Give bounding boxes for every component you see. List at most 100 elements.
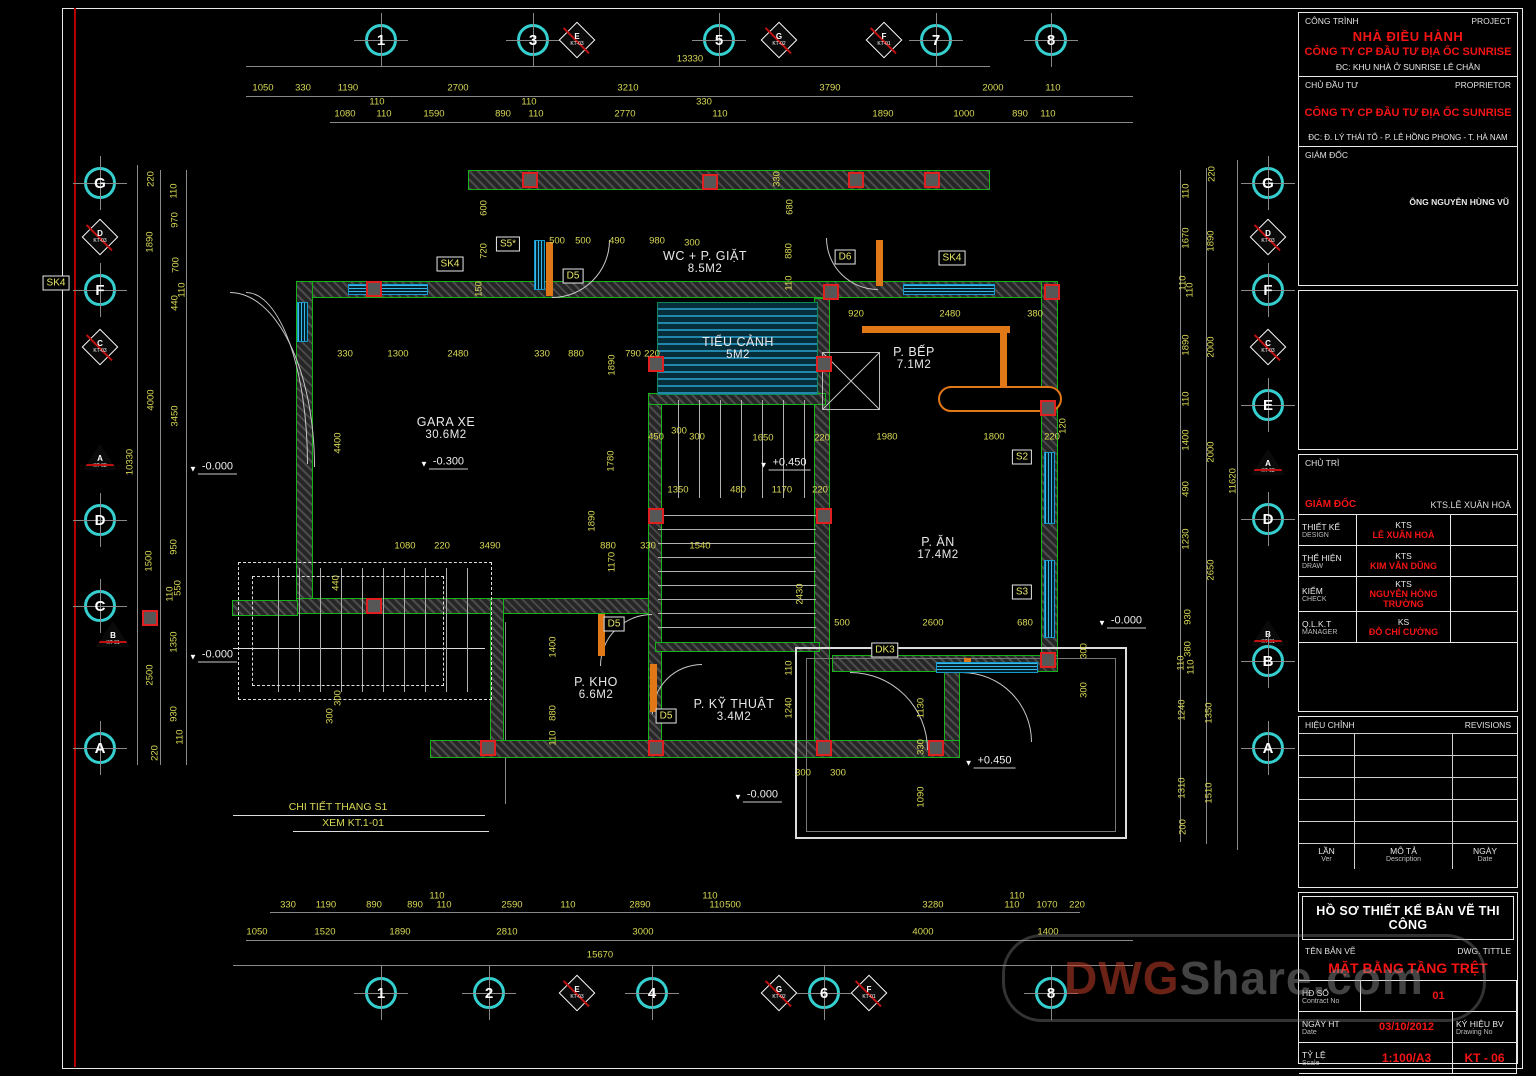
room-name: P. ĂN xyxy=(921,535,955,549)
dimension-label: 110 xyxy=(1180,391,1192,407)
dimension-label: 1000 xyxy=(953,108,975,120)
dimension-label: 920 xyxy=(848,308,864,320)
personnel-signature-cell xyxy=(1451,515,1517,546)
dimension-label: 110 xyxy=(1184,282,1196,298)
dimension-label: 1190 xyxy=(337,82,359,94)
dimension-label: 220 xyxy=(1069,899,1085,911)
dimension-label: 2590 xyxy=(501,899,523,911)
dimension-label: 330 xyxy=(295,82,311,94)
door-frame xyxy=(862,326,1010,333)
column-marker xyxy=(816,740,832,756)
terrace-outline xyxy=(795,647,1127,839)
revisions-rows xyxy=(1299,733,1517,843)
dimension-label: 110 xyxy=(783,660,795,676)
dimension-label: 2890 xyxy=(629,899,651,911)
dimension-label: 680 xyxy=(1017,617,1033,629)
revision-empty-cell xyxy=(1355,733,1453,755)
dimension-label: 930 xyxy=(168,706,180,722)
room-area: 8.5M2 xyxy=(687,263,723,275)
dimension-label: 1780 xyxy=(605,450,617,472)
dimension-label: 1980 xyxy=(876,431,898,443)
component-tag: SK4 xyxy=(938,250,966,266)
dimension-label: 1310 xyxy=(1176,777,1188,799)
dimension-line xyxy=(1206,168,1207,844)
revision-empty-cell xyxy=(1299,821,1355,843)
dimension-label: 3790 xyxy=(819,82,841,94)
revision-empty-cell xyxy=(1355,799,1453,821)
dimension-label: 1650 xyxy=(752,432,774,444)
dimension-line xyxy=(246,66,990,67)
revision-empty-cell xyxy=(1299,799,1355,821)
dimension-line xyxy=(160,170,161,765)
dimension-label: 330 xyxy=(337,348,353,360)
dimension-label: 2700 xyxy=(447,82,469,94)
dimension-label: 150 xyxy=(473,281,485,297)
shaft-cross-box xyxy=(822,352,880,410)
personnel-signature-cell xyxy=(1451,577,1517,612)
component-tag: DK3 xyxy=(871,642,899,658)
dimension-label: 300 xyxy=(324,708,336,724)
dimension-label: 930 xyxy=(1182,609,1194,625)
grid-bubble-8: 8 xyxy=(1024,13,1078,67)
grid-bubble-E: E xyxy=(1241,378,1295,432)
dimension-label: 500 xyxy=(834,617,850,629)
column-marker xyxy=(702,174,718,190)
dimension-line xyxy=(505,622,506,804)
dimension-label: 110 xyxy=(1185,659,1197,675)
drawing-label-vi: TÊN BẢN VẼ xyxy=(1305,946,1356,956)
wall xyxy=(468,170,990,190)
dimension-line xyxy=(1237,160,1238,850)
dimension-label: 2770 xyxy=(614,108,636,120)
dimension-label: 1130 xyxy=(915,697,927,719)
contract-label-vi: HĐ SỐ xyxy=(1302,987,1329,998)
component-tag: D5 xyxy=(603,616,625,632)
dimension-label: 1190 xyxy=(315,899,337,911)
component-tag: SK4 xyxy=(42,275,70,291)
dimension-label: 1070 xyxy=(1036,899,1058,911)
column-marker xyxy=(924,172,940,188)
column-marker xyxy=(522,172,538,188)
window xyxy=(348,284,428,295)
owner-name: CÔNG TY CP ĐẦU TƯ ĐỊA ỐC SUNRISE xyxy=(1304,107,1512,119)
window xyxy=(297,302,308,342)
room-name: WC + P. GIẶT xyxy=(663,249,747,263)
dimension-label: 500 xyxy=(575,235,591,247)
room-area: 5M2 xyxy=(726,349,750,361)
grid-bubble-1: 1 xyxy=(354,966,408,1020)
dimension-label: 1890 xyxy=(872,108,894,120)
dimension-line xyxy=(233,815,485,816)
dimension-line xyxy=(137,165,138,765)
dimension-label: 1050 xyxy=(252,82,274,94)
sheet-margin-line xyxy=(74,8,76,1067)
dimension-label: 720 xyxy=(478,243,490,259)
column-marker xyxy=(366,598,382,614)
dimension-label: 220 xyxy=(145,171,157,187)
dimension-label: 110 xyxy=(376,108,392,120)
room-name: P. KHO xyxy=(574,675,618,689)
room-area: 7.1M2 xyxy=(896,359,932,371)
room-area: 3.4M2 xyxy=(716,711,752,723)
grid-bubble-G: G xyxy=(1241,156,1295,210)
level-marker: ▼-0.000 xyxy=(1098,614,1147,629)
dimension-label: 790 xyxy=(625,348,641,360)
dimension-label: 1890 xyxy=(389,926,411,938)
drawing-info-block: HỒ SƠ THIẾT KẾ BẢN VẼ THI CÔNG TÊN BẢN V… xyxy=(1298,892,1518,1074)
dimension-label: 450 xyxy=(648,431,664,443)
column-marker xyxy=(366,281,382,297)
dimension-label: 880 xyxy=(547,705,559,721)
dimension-label: 2480 xyxy=(939,308,961,320)
stair-treads xyxy=(658,400,816,498)
terrace-outline xyxy=(806,658,1116,832)
wall xyxy=(490,598,504,756)
owner-address: ĐC: Đ. LÝ THÁI TỔ - P. LÊ HỒNG PHONG - T… xyxy=(1308,133,1508,142)
dimension-label: 300 xyxy=(684,237,700,249)
dimension-label: 480 xyxy=(730,484,746,496)
